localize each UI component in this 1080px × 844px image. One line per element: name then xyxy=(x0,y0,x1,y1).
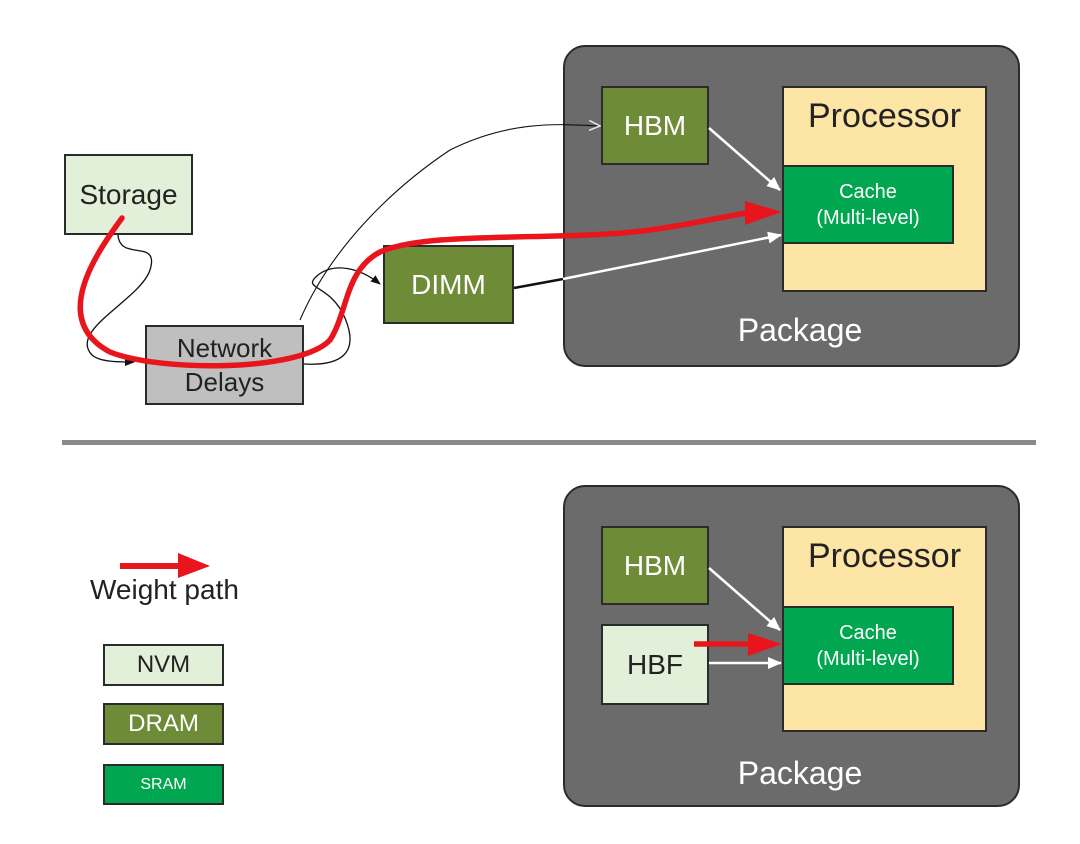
storage-to-network-connector xyxy=(86,234,153,366)
bottom-processor-label: Processor xyxy=(807,537,962,575)
legend-sram-swatch: SRAM xyxy=(103,764,224,805)
section-divider xyxy=(62,440,1036,445)
bottom-hbm-to-cache-arrow xyxy=(708,567,781,631)
bottom-cache-box: Cache (Multi-level) xyxy=(782,606,954,685)
legend-nvm-swatch: NVM xyxy=(103,644,224,686)
bottom-cache-label-1: Cache xyxy=(839,621,897,644)
top-cache-label-2: (Multi-level) xyxy=(816,206,920,229)
top-hbm-box: HBM xyxy=(601,86,709,165)
bottom-hbm-box: HBM xyxy=(601,526,709,605)
dimm-to-cache-arrow xyxy=(562,231,782,281)
bottom-package-label: Package xyxy=(737,755,863,791)
network-to-hbm-connector xyxy=(299,125,600,321)
top-cache-box: Cache (Multi-level) xyxy=(782,165,954,244)
bottom-cache-label-2: (Multi-level) xyxy=(816,647,920,670)
hbf-box: HBF xyxy=(601,624,709,705)
top-package-label: Package xyxy=(737,312,863,348)
top-processor-label: Processor xyxy=(807,97,962,135)
dimm-out-connector xyxy=(513,277,564,290)
network-label-2: Delays xyxy=(184,367,265,397)
network-to-dimm-connector xyxy=(303,267,381,365)
legend-weight-path-arrowhead xyxy=(178,553,210,578)
top-weight-path-arrowhead xyxy=(745,201,782,225)
legend-weight-path-label: Weight path xyxy=(90,574,239,605)
top-hbm-to-cache-arrow xyxy=(708,127,781,191)
legend-dram-swatch: DRAM xyxy=(103,703,224,745)
top-weight-path xyxy=(77,210,751,369)
network-label-1: Network xyxy=(176,333,273,363)
legend-sram-label: SRAM xyxy=(140,775,187,793)
top-cache-label-1: Cache xyxy=(839,180,897,203)
bottom-weight-path-arrowhead xyxy=(748,633,782,656)
storage-box: Storage xyxy=(64,154,193,235)
dimm-box: DIMM xyxy=(383,245,514,324)
